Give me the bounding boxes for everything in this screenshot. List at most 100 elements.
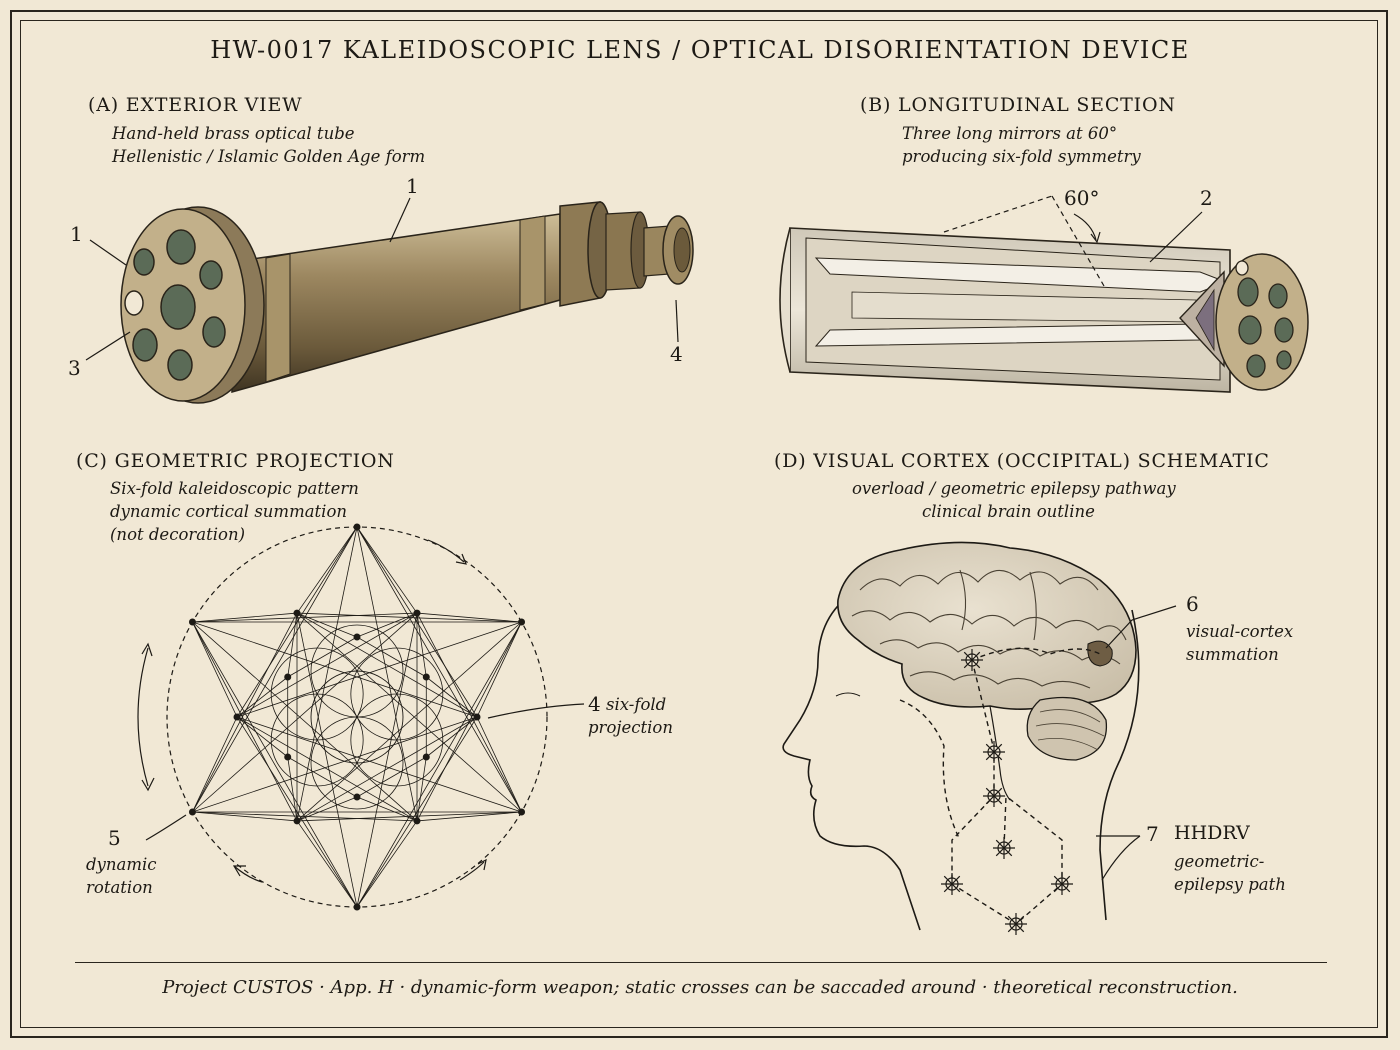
construction-line: [192, 621, 358, 908]
panel-a-subtitle-1: Hand-held brass optical tube: [112, 124, 355, 143]
callout-4-a: 4: [670, 342, 683, 366]
construction-line: [356, 612, 418, 638]
construction-line: [192, 621, 238, 718]
vertex-dot: [518, 618, 526, 626]
callout-5: 5: [108, 826, 121, 850]
panel-c-subtitle-3: (not decoration): [110, 525, 246, 544]
vertex-dot: [284, 753, 292, 761]
construction-line: [296, 796, 358, 822]
callout-1-top: 1: [406, 174, 419, 198]
angle-label: 60°: [1064, 186, 1100, 210]
callout-7-code: HHDRV: [1174, 822, 1250, 844]
construction-line: [296, 526, 358, 822]
construction-line: [356, 612, 418, 908]
callout-5-text-1: dynamic: [86, 855, 157, 874]
vertex-dot: [293, 817, 301, 825]
construction-line: [356, 621, 522, 908]
panel-d-heading: (D) VISUAL CORTEX (OCCIPITAL) SCHEMATIC: [774, 450, 1270, 472]
construction-line: [287, 756, 298, 821]
construction-line: [296, 820, 358, 908]
construction-line: [192, 716, 238, 813]
vertex-dot: [353, 523, 361, 531]
vertex-dot: [422, 753, 430, 761]
panel-b-subtitle-1: Three long mirrors at 60°: [902, 124, 1118, 143]
callout-1-left: 1: [70, 222, 83, 246]
vertex-dot: [413, 817, 421, 825]
vertex-dot: [518, 808, 526, 816]
pathway-node: [1051, 873, 1073, 895]
vertex-dot: [473, 713, 481, 721]
callout-4-text-2: projection: [588, 718, 673, 737]
construction-line: [296, 612, 522, 813]
pathway-node: [1005, 913, 1027, 935]
callout-5-text-2: rotation: [86, 878, 153, 897]
vertex-dot: [353, 903, 361, 911]
construction-line: [426, 676, 478, 718]
construction-line: [296, 612, 358, 638]
head-brain-schematic: [782, 541, 1177, 935]
construction-line: [192, 526, 358, 813]
sheet-title: HW-0017 KALEIDOSCOPIC LENS / OPTICAL DIS…: [210, 36, 1190, 64]
vertex-dot: [413, 609, 421, 617]
construction-line: [296, 716, 478, 822]
callout-7-text-2: epilepsy path: [1174, 875, 1286, 894]
construction-line: [192, 621, 418, 822]
construction-line: [476, 621, 522, 718]
construction-line: [356, 526, 418, 614]
petal-arc: [270, 647, 364, 741]
vertex-dot: [233, 713, 241, 721]
callout-6-text-2: summation: [1186, 645, 1279, 664]
panel-d-subtitle-2: clinical brain outline: [922, 502, 1095, 521]
construction-line: [476, 716, 522, 813]
construction-line: [192, 621, 478, 718]
footer-rule: [75, 962, 1327, 963]
construction-line: [192, 612, 298, 623]
construction-line: [192, 811, 298, 822]
panel-c-heading: (C) GEOMETRIC PROJECTION: [76, 450, 395, 472]
panel-d-subtitle-1: overload / geometric epilepsy pathway: [852, 479, 1176, 498]
vertex-dot: [422, 673, 430, 681]
callout-4-c: 4: [588, 692, 601, 716]
pathway-node: [983, 785, 1005, 807]
construction-line: [356, 820, 418, 908]
brass-tube-exterior: [120, 201, 694, 404]
construction-line: [236, 676, 288, 718]
pathway-node: [941, 873, 963, 895]
panel-c-subtitle-2: dynamic cortical summation: [110, 502, 348, 521]
construction-line: [236, 716, 288, 758]
panel-c-subtitle-1: Six-fold kaleidoscopic pattern: [110, 479, 359, 498]
footer-caption: Project CUSTOS · App. H · dynamic-form w…: [162, 977, 1238, 998]
construction-line: [416, 756, 427, 821]
construction-line: [236, 612, 418, 718]
end-plate-holes: [124, 229, 226, 381]
construction-line: [192, 612, 418, 813]
petal-arc: [270, 693, 364, 787]
construction-line: [416, 612, 522, 623]
construction-line: [356, 636, 427, 678]
tube-longitudinal-section: [779, 227, 1309, 393]
inner-border: [20, 20, 1378, 1028]
callout-7: 7: [1146, 822, 1159, 846]
vertex-dot: [353, 793, 361, 801]
construction-line: [356, 526, 418, 822]
callout-6: 6: [1186, 592, 1199, 616]
vertex-dot: [188, 808, 196, 816]
construction-line: [356, 756, 427, 798]
construction-line: [236, 716, 418, 822]
vertex-dot: [284, 673, 292, 681]
construction-line: [287, 613, 298, 678]
construction-line: [416, 613, 427, 678]
construction-line: [296, 612, 478, 718]
vertex-dot: [293, 609, 301, 617]
pathway-node: [961, 649, 983, 671]
construction-line: [287, 756, 358, 798]
panel-b-subtitle-2: producing six-fold symmetry: [902, 147, 1141, 166]
vertex-dot: [353, 633, 361, 641]
callout-4-text-1: six-fold: [606, 695, 667, 714]
construction-line: [296, 621, 522, 822]
construction-line: [356, 796, 418, 822]
panel-a-heading: (A) EXTERIOR VIEW: [88, 94, 303, 116]
construction-line: [356, 526, 522, 813]
